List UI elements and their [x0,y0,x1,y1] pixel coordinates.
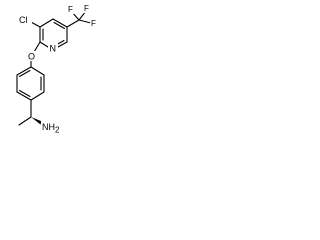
bond-ph6-ph1 [16,66,32,76]
atom-nh2-subscript: 2 [55,126,60,135]
structure-canvas: Cl N O F F F NH2 [0,0,110,159]
bond-c4-c5 [52,18,68,28]
atom-f-2: F [84,4,89,13]
bond-ph4-ph5 [16,91,32,101]
bond-chiral-methyl [18,116,32,126]
bond-c6-n-double [56,39,65,46]
bond-c3-c4 [39,18,54,28]
atom-f-3: F [91,19,96,28]
bond-c6-n [57,41,68,48]
bond-c5-cf3 [66,19,80,28]
bond-ph1-ph2 [30,66,45,76]
bond-c3-cl [30,21,41,28]
bond-ph3-ph4 [30,91,45,101]
bond-ph4-ph5-double [18,89,31,98]
bond-ph6-ph1-double [18,69,31,78]
chemical-structure-diagram: Cl N O F F F NH2 [16,3,98,135]
atom-f-1: F [68,5,73,14]
bond-cf3-f3 [78,19,92,24]
bond-c4-c5-double [53,21,66,30]
pyridine-ring [39,18,68,48]
bond-c2-o [33,41,41,53]
atom-n-pyridine: N [50,44,57,54]
benzene-ring [16,66,45,101]
atom-nh2-main: NH [42,122,55,132]
atom-o-ether: O [28,52,35,62]
atom-cl: Cl [19,15,28,25]
bond-n-c2 [39,41,49,48]
atom-labels: Cl N O F F F NH2 [18,3,98,135]
atom-nh2: NH2 [42,122,60,135]
wedge-bond-chiral-nh2 [31,117,42,125]
